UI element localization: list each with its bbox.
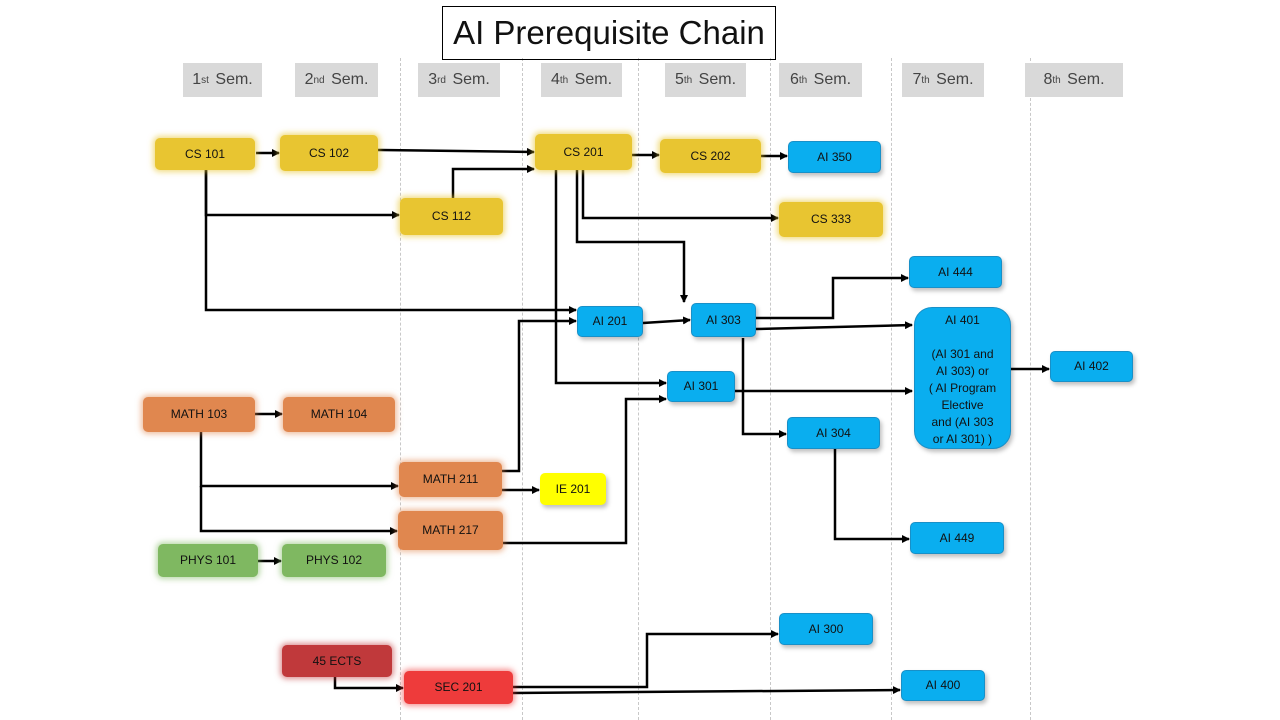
semester-number: 8 [1043, 71, 1053, 88]
course-node-ai303: AI 303 [691, 303, 756, 337]
course-node-ie201: IE 201 [540, 473, 606, 505]
semester-divider [522, 58, 523, 720]
arrow-cs101-to-cs112 [204, 170, 400, 219]
course-node-cs102: CS 102 [280, 135, 378, 171]
arrow-ects45-to-sec201 [333, 677, 404, 692]
arrow-ai303-to-ai401 [755, 321, 913, 331]
arrow-math217-to-ai301 [503, 395, 667, 545]
course-node-cs333: CS 333 [779, 202, 883, 237]
semester-label: Sem. [331, 71, 369, 88]
arrow-math103-to-math211 [199, 432, 399, 490]
semester-number: 3 [428, 71, 438, 88]
semester-ordinal: rd [437, 74, 446, 86]
semester-divider [400, 58, 401, 720]
arrow-ai201-to-ai303 [642, 316, 691, 325]
semester-number: 5 [674, 71, 684, 88]
course-node-ects45: 45 ECTS [282, 645, 392, 677]
arrow-math103-to-math217 [199, 486, 398, 535]
semester-number: 1 [192, 71, 202, 88]
course-node-ai444: AI 444 [909, 256, 1002, 288]
course-node-sec201: SEC 201 [404, 671, 513, 704]
semester-label: Sem. [813, 71, 852, 88]
semester-label: Sem. [1067, 71, 1105, 88]
course-node-ai402: AI 402 [1050, 351, 1133, 382]
semester-label: Sem. [574, 71, 613, 88]
course-node-ai400: AI 400 [901, 670, 985, 701]
semester-number: 7 [912, 71, 922, 88]
course-node-cs112: CS 112 [400, 198, 503, 235]
arrow-ai303-to-ai304 [741, 338, 787, 438]
semester-ordinal: th [1052, 74, 1061, 86]
semester-ordinal: nd [313, 74, 325, 86]
course-node-ai300: AI 300 [779, 613, 873, 645]
course-node-math217: MATH 217 [398, 511, 503, 550]
course-node-phys101: PHYS 101 [158, 544, 258, 577]
semester-label: Sem. [936, 71, 974, 88]
semester-label: Sem. [698, 71, 737, 88]
semester-divider [638, 58, 639, 720]
arrow-cs102-to-cs201 [377, 147, 535, 156]
arrow-sec201-to-ai300 [513, 630, 779, 689]
arrow-cs112-to-cs201 [451, 165, 535, 198]
arrow-ai303-to-ai444 [756, 274, 909, 320]
semester-ordinal: th [921, 74, 930, 86]
arrow-cs201-to-ai301 [554, 165, 667, 387]
course-node-cs201: CS 201 [535, 134, 632, 170]
semester-divider [1030, 58, 1031, 720]
course-node-ai350: AI 350 [788, 141, 881, 173]
semester-divider [891, 58, 892, 720]
course-node-ai301: AI 301 [667, 371, 735, 402]
semester-ordinal: th [559, 74, 569, 86]
course-node-ai304: AI 304 [787, 417, 880, 449]
semester-number: 4 [550, 71, 560, 88]
arrow-ai304-to-ai449 [833, 449, 910, 543]
semester-ordinal: th [798, 74, 808, 86]
arrow-cs201-to-ai303 [575, 170, 688, 303]
arrow-sec201-to-ai400 [512, 686, 901, 695]
semester-label: Sem. [452, 71, 490, 88]
semester-number: 6 [789, 71, 799, 88]
course-node-cs101: CS 101 [155, 138, 255, 170]
arrow-cs201-to-cs333 [581, 170, 779, 222]
arrow-math211-to-ai201 [502, 317, 577, 473]
diagram-title: AI Prerequisite Chain [442, 6, 776, 60]
course-node-phys102: PHYS 102 [282, 544, 386, 577]
course-node-math104: MATH 104 [283, 397, 395, 432]
course-node-ai201: AI 201 [577, 306, 643, 337]
semester-ordinal: st [201, 74, 209, 86]
semester-ordinal: th [683, 74, 693, 86]
course-node-ai449: AI 449 [910, 522, 1004, 554]
course-node-cs202: CS 202 [660, 139, 761, 173]
semester-number: 2 [304, 71, 314, 88]
semester-divider [770, 58, 771, 720]
course-node-math211: MATH 211 [399, 462, 502, 497]
course-node-ai401: AI 401 (AI 301 and AI 303) or ( AI Progr… [914, 307, 1011, 449]
semester-label: Sem. [215, 71, 253, 88]
course-node-math103: MATH 103 [143, 397, 255, 432]
arrow-cs101-to-ai201 [204, 170, 577, 314]
